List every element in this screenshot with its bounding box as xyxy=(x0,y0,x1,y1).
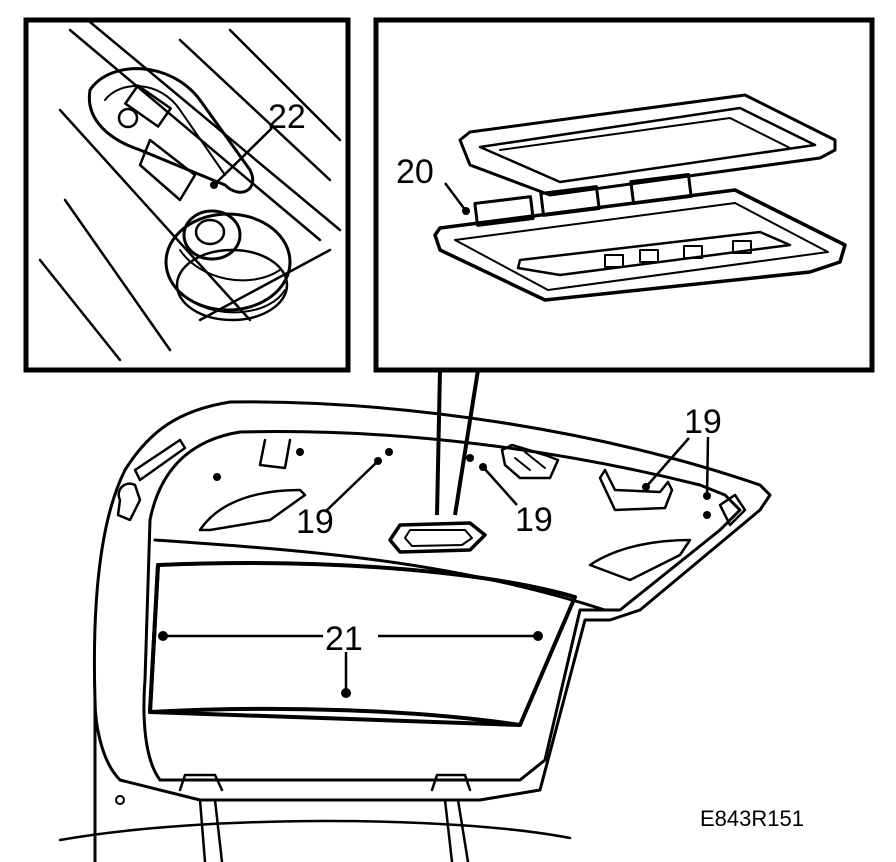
callout-21: 21 xyxy=(325,620,363,658)
figure-code: E843R151 xyxy=(700,806,804,831)
callout-19-mid: 19 xyxy=(515,501,553,539)
inset-strut-detail: 22 xyxy=(23,17,351,373)
callout-22: 22 xyxy=(268,98,306,136)
callout-19-right: 19 xyxy=(684,403,722,441)
tailgate-main-view xyxy=(58,400,772,862)
callout-20: 20 xyxy=(396,153,434,191)
callout-19-left: 19 xyxy=(296,503,334,541)
inset-lamp-detail: 20 xyxy=(373,17,875,373)
